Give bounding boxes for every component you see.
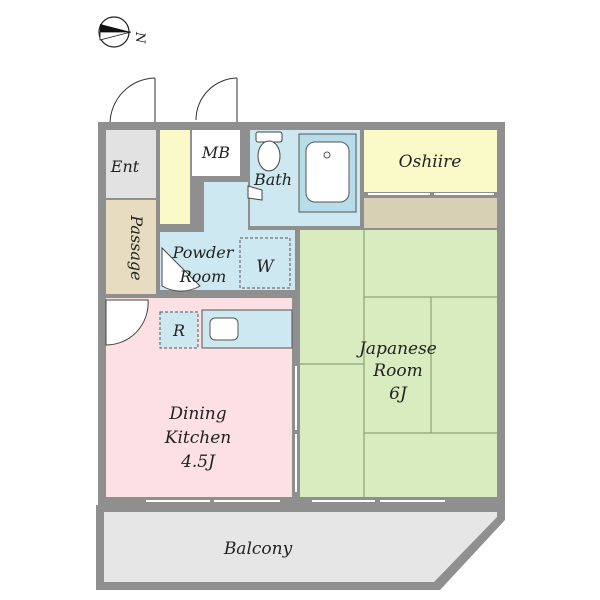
kitchen-counter: [201, 309, 293, 349]
entrance-label: Ent: [110, 157, 140, 176]
refrigerator-space: [159, 311, 199, 349]
japanese-room-label-line2: Room: [372, 361, 422, 381]
tokonoma-shelf: [364, 198, 497, 228]
oshiire-label: Oshiire: [399, 152, 462, 172]
japanese-room-label-line1: Japanese: [356, 339, 437, 359]
dining-kitchen-label-line2: Kitchen: [164, 428, 231, 448]
washer-label: W: [256, 257, 275, 277]
meter-box-door[interactable]: [195, 77, 238, 124]
dining-kitchen-size: 4.5J: [180, 452, 216, 472]
meter-box-label: MB: [201, 143, 230, 162]
shoe-storage: [160, 130, 190, 224]
refrigerator-label: R: [172, 321, 185, 340]
japanese-room-size: 6J: [389, 384, 408, 404]
oshiire-closet: [364, 130, 497, 192]
tatami-mat-lines: [300, 230, 497, 497]
entry-door[interactable]: [109, 77, 156, 125]
meter-box-area: [192, 130, 240, 176]
entrance-floor: [106, 130, 156, 198]
balcony-label: Balcony: [223, 539, 293, 559]
passage-floor: [106, 200, 156, 294]
north-label: N: [132, 31, 147, 44]
powder-room-door[interactable]: [161, 246, 201, 292]
passage-door[interactable]: [105, 299, 149, 346]
passage-label: Passage: [127, 214, 146, 280]
powder-room-label-line2: Room: [179, 267, 226, 286]
washer-space: [239, 237, 291, 289]
balcony-floor: [104, 512, 497, 582]
bathtub-fixture: [298, 133, 357, 213]
north-arrow-icon: N: [98, 16, 147, 48]
toilet-fixture: [255, 131, 283, 172]
dining-kitchen-label-line1: Dining: [168, 404, 226, 424]
windows: [146, 193, 494, 502]
bath-door[interactable]: [247, 185, 263, 201]
bath-label: Bath: [253, 170, 292, 189]
powder-room-label-line1: Powder: [172, 243, 235, 262]
